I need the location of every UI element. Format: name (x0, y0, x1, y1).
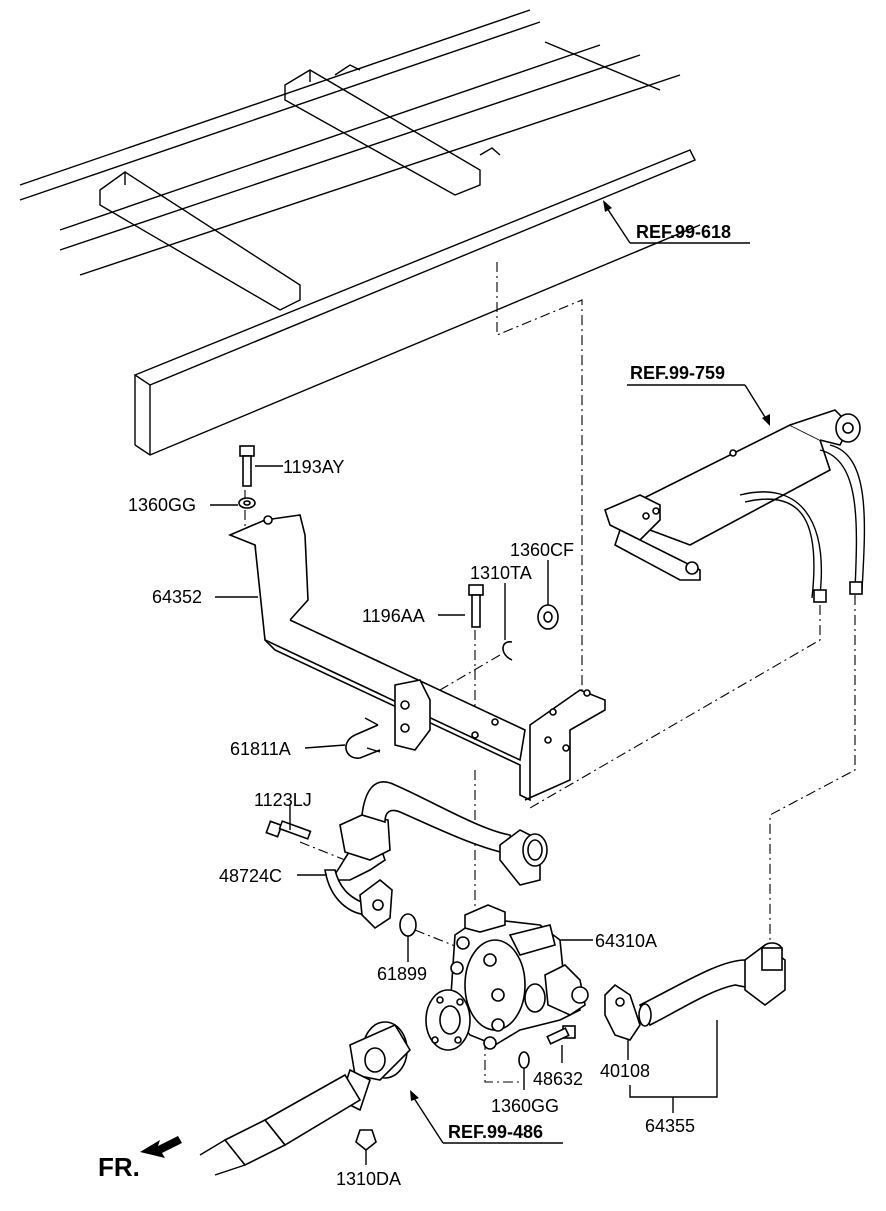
bolt-1196AA (468, 584, 484, 628)
label-40108: 40108 (600, 1061, 650, 1081)
o-ring-61899 (399, 913, 417, 937)
label-1310DA: 1310DA (336, 1169, 401, 1189)
callouts: 1193AY 1360GG 64352 1360CF 1310TA 1196AA… (128, 457, 718, 1189)
label-1360GG-top: 1360GG (128, 495, 196, 515)
washer-1360GG-top (238, 497, 256, 509)
label-64355: 64355 (645, 1116, 695, 1136)
washer-1360GG-low (518, 1051, 530, 1069)
nut-1360CF (537, 604, 559, 630)
ref-frame-callout: REF.99-618 (603, 200, 750, 244)
bolt-1193AY (239, 445, 255, 487)
bolt-1123LJ (265, 820, 312, 840)
return-hose-64355 (638, 942, 786, 1027)
label-1123LJ: 1123LJ (254, 790, 312, 810)
pump-bracket (227, 514, 606, 802)
guide-lines (244, 262, 856, 1083)
front-direction-indicator: FR. (98, 1136, 182, 1182)
ref-cylinder-label: REF.99-759 (630, 363, 725, 383)
label-64310A: 64310A (595, 931, 657, 951)
gasket-40108 (604, 983, 641, 1041)
washer-1310TA (502, 641, 513, 661)
steering-cylinder (604, 409, 866, 603)
label-48724C: 48724C (219, 866, 282, 886)
chassis-frame (19, 9, 701, 456)
hose-48724C (324, 839, 393, 930)
propeller-shaft (199, 1021, 412, 1176)
ref-frame-label: REF.99-618 (636, 222, 731, 242)
u-bolt-61811A (345, 717, 381, 759)
label-1196AA: 1196AA (362, 606, 425, 626)
label-1360GG-low: 1360GG (491, 1096, 559, 1116)
ref-propshaft-callout: REF.99-486 (410, 1090, 563, 1144)
label-64352: 64352 (152, 587, 202, 607)
ref-cylinder-callout: REF.99-759 (627, 363, 770, 426)
label-61811A: 61811A (230, 739, 291, 759)
drive-flange (425, 989, 471, 1051)
label-1360CF: 1360CF (510, 540, 574, 560)
pressure-hose (339, 781, 548, 886)
label-61899: 61899 (377, 964, 427, 984)
front-label: FR. (98, 1152, 140, 1182)
nut-1310DA (355, 1129, 377, 1152)
label-1193AY: 1193AY (283, 457, 344, 477)
front-arrow-icon (140, 1136, 182, 1158)
label-48632: 48632 (533, 1069, 583, 1089)
label-1310TA: 1310TA (470, 563, 532, 583)
ref-propshaft-label: REF.99-486 (448, 1122, 543, 1142)
bolt-48632 (546, 1025, 576, 1045)
